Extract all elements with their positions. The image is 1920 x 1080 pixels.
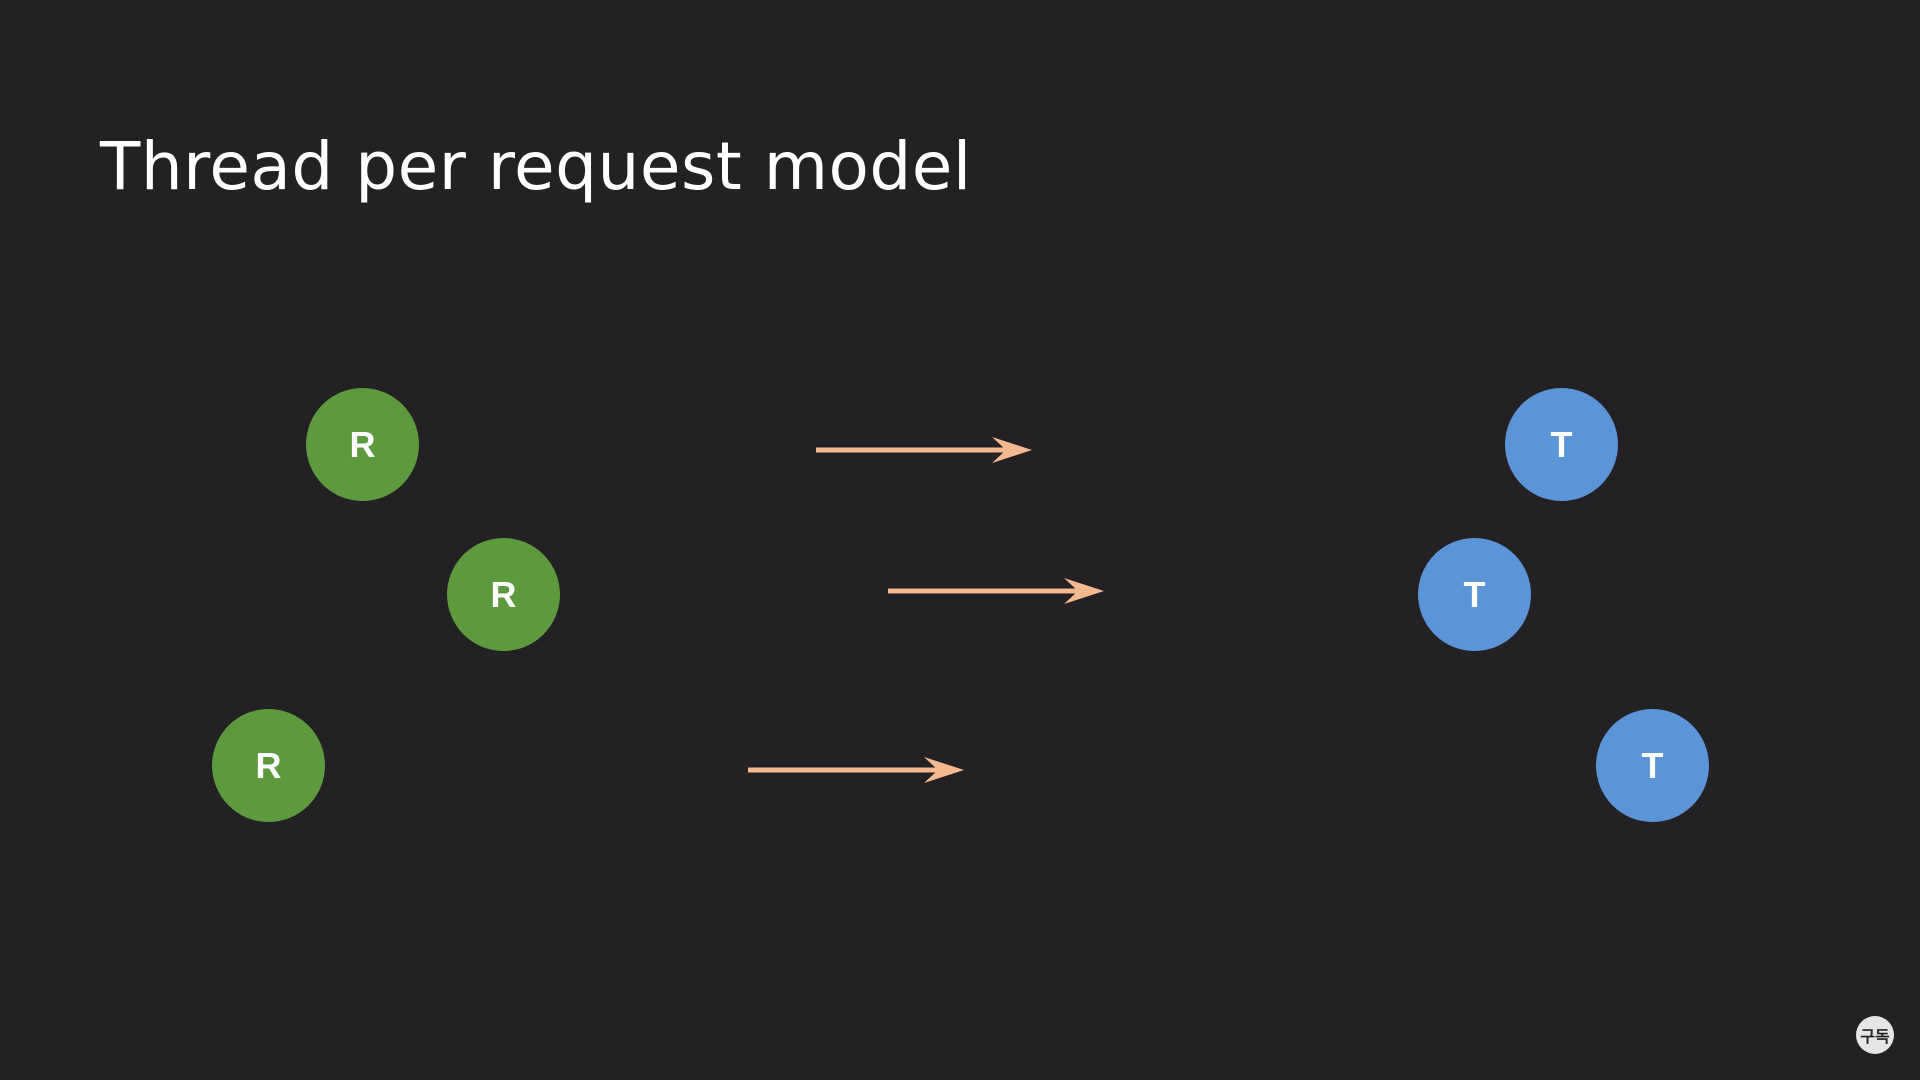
slide-title: Thread per request model xyxy=(100,128,972,205)
request-node-label: R xyxy=(349,423,376,465)
thread-node-label: T xyxy=(1463,573,1486,615)
request-node-label: R xyxy=(490,573,517,615)
thread-node: T xyxy=(1596,709,1709,822)
thread-node: T xyxy=(1505,388,1618,501)
right-arrow-icon xyxy=(816,437,1032,463)
thread-node-label: T xyxy=(1550,423,1573,465)
badge-label: 구독 xyxy=(1860,1027,1890,1046)
thread-node-label: T xyxy=(1641,744,1664,786)
request-node: R xyxy=(447,538,560,651)
thread-node: T xyxy=(1418,538,1531,651)
right-arrow-icon xyxy=(748,757,964,783)
request-node: R xyxy=(306,388,419,501)
right-arrow-icon xyxy=(888,578,1104,604)
request-node: R xyxy=(212,709,325,822)
request-node-label: R xyxy=(255,744,282,786)
subscribe-badge-icon[interactable]: 구독 xyxy=(1856,1016,1894,1054)
